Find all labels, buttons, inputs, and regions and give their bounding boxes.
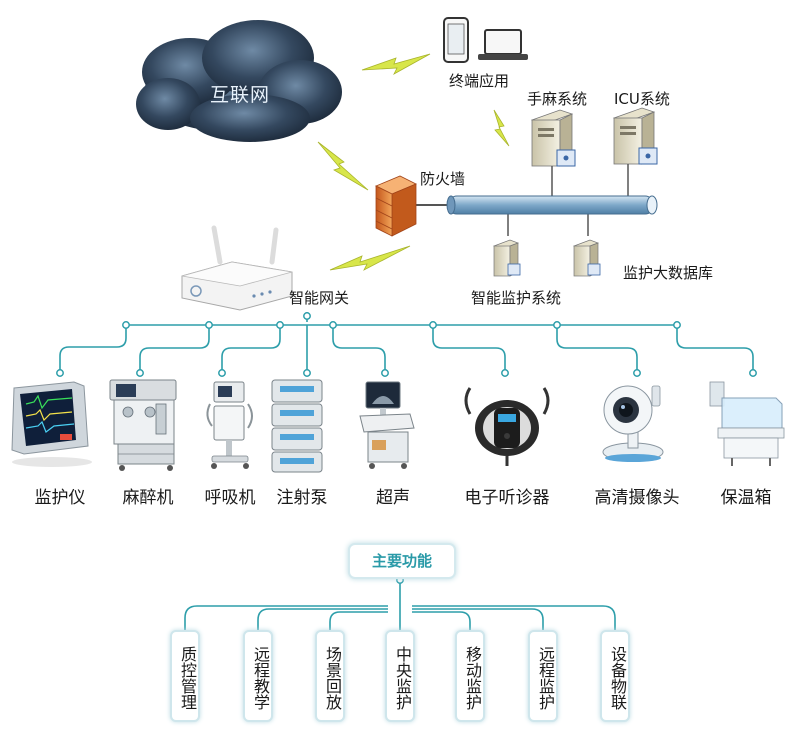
- ultrasound-icon: [359, 381, 415, 469]
- function-mobile-monitoring: 移动监护: [455, 630, 485, 722]
- server-icon: [573, 239, 601, 277]
- device-label-anesthesia: 麻醉机: [122, 488, 174, 508]
- monitoring-system-label: 智能监护系统: [471, 289, 562, 307]
- icu-system-label: ICU系统: [614, 90, 670, 108]
- firewall-label: 防火墙: [420, 170, 466, 188]
- anesthesia-system-label: 手麻系统: [527, 90, 588, 108]
- terminal-devices-icon: [443, 17, 528, 63]
- function-quality-control: 质控管理: [170, 630, 200, 722]
- gateway-label: 智能网关: [289, 289, 350, 307]
- patient-monitor-icon: [11, 381, 92, 467]
- device-label-incubator: 保温箱: [720, 488, 772, 508]
- network-bus: [446, 195, 658, 215]
- function-scene-playback: 场景回放: [315, 630, 345, 722]
- function-central-monitoring: 中央监护: [385, 630, 415, 722]
- function-device-iot: 设备物联: [600, 630, 630, 722]
- device-label-ultrasound: 超声: [376, 488, 410, 508]
- device-label-camera: 高清摄像头: [594, 488, 680, 508]
- main-functions-title: 主要功能: [348, 543, 456, 579]
- firewall-icon: [375, 175, 417, 237]
- device-label-stethoscope: 电子听诊器: [464, 488, 550, 508]
- device-label-monitor: 监护仪: [34, 488, 86, 508]
- internet-cloud-icon: [136, 20, 342, 142]
- incubator-icon: [709, 381, 785, 466]
- function-remote-monitoring: 远程监护: [528, 630, 558, 722]
- gateway-router-icon: [181, 225, 293, 311]
- wireless-link-icon: [317, 53, 510, 271]
- internet-label: 互联网: [210, 84, 271, 106]
- anesthesia-machine-icon: [109, 379, 177, 471]
- server-icon: [612, 107, 658, 165]
- server-icon: [493, 239, 521, 277]
- bigdata-label: 监护大数据库: [623, 264, 714, 282]
- device-label-ventilator: 呼吸机: [204, 488, 256, 508]
- device-connection-lines: [59, 312, 754, 372]
- function-remote-teaching: 远程教学: [243, 630, 273, 722]
- syringe-pump-icon: [271, 379, 323, 473]
- connector-node-dots: [56, 312, 757, 377]
- stethoscope-icon: [464, 387, 550, 466]
- terminal-app-label: 终端应用: [449, 72, 510, 90]
- function-connection-lines: [184, 577, 616, 630]
- camera-icon: [602, 385, 664, 462]
- server-icon: [530, 109, 576, 167]
- ventilator-icon: [206, 381, 253, 469]
- device-label-syringe-pump: 注射泵: [276, 488, 328, 508]
